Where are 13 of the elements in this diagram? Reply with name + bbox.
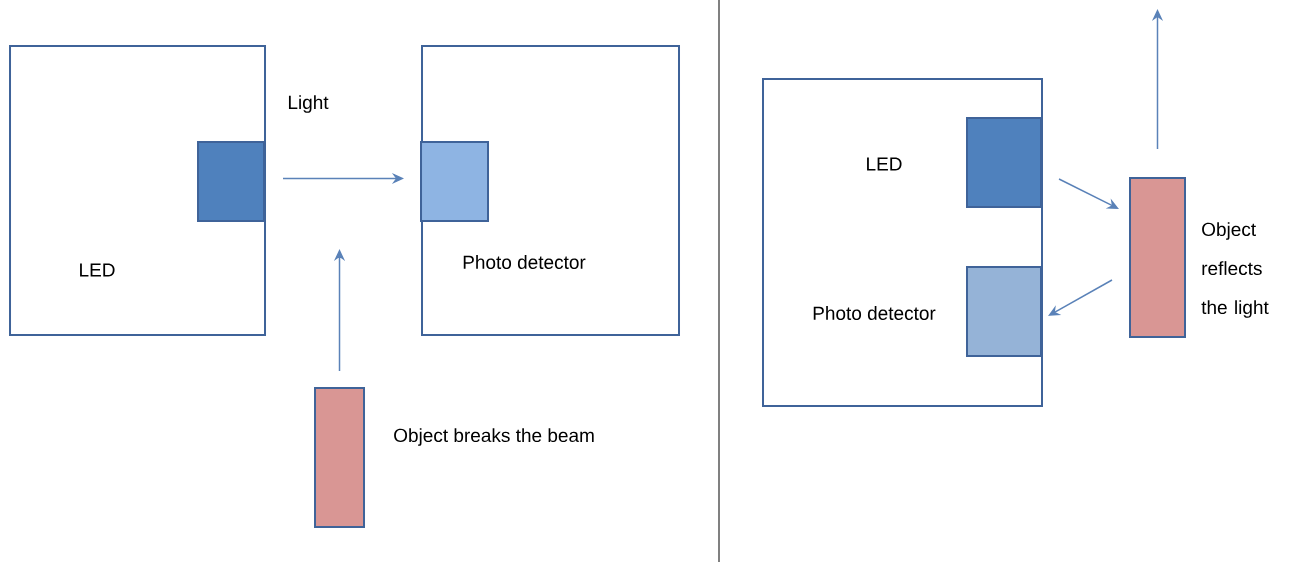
square [197,141,265,222]
arrow [1058,178,1119,209]
edge-label: Light [286,94,330,114]
square [966,117,1042,208]
object-bar [1129,177,1186,338]
square [966,266,1042,357]
node-label: Object reflects the light [1201,222,1269,318]
arrow [1048,279,1113,316]
housing-box: LED [9,45,266,336]
node-label: Object breaks the beam [394,428,594,446]
object-bar [314,387,365,528]
housing-box: Photo detector [421,45,680,336]
square [420,141,489,222]
